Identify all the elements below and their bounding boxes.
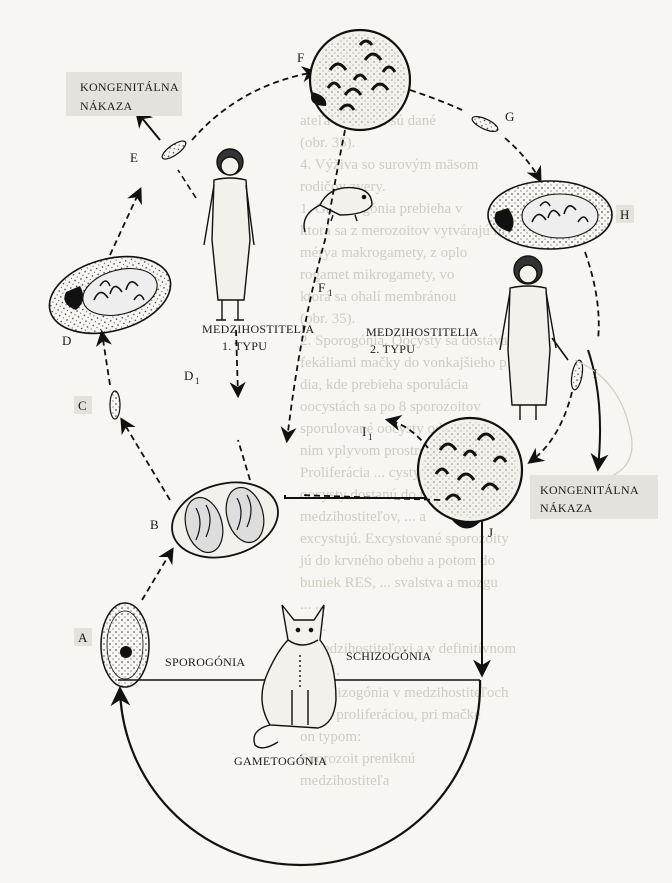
stage-j-tissue-cyst bbox=[416, 416, 524, 529]
bleed-line: oocystách sa po 8 sporozoitov bbox=[300, 399, 481, 415]
arrow-e-to-congenital-left bbox=[134, 109, 161, 141]
tag-bg-c bbox=[74, 396, 92, 414]
stage-label-f1: F bbox=[318, 280, 325, 295]
tag-bg-h bbox=[616, 205, 634, 223]
bleed-line: 4. Výživa so surovým mäsom bbox=[300, 157, 479, 173]
bleed-line: buniek RES, ... svalstva a mozgu bbox=[300, 575, 498, 591]
bleed-line: medzihostiteľov, ... a bbox=[300, 509, 426, 525]
bleed-line: 2. Sporogónia. Oocysty sa dostávajú bbox=[300, 333, 520, 349]
stage-label-j: J bbox=[488, 525, 493, 540]
bleed-line: on typom: bbox=[300, 729, 362, 745]
stage-label-f1-subscript: 1 bbox=[328, 288, 333, 298]
bleed-line: fekáliami mačky do vonkajšieho p bbox=[300, 355, 507, 371]
cat-illustration bbox=[253, 604, 337, 749]
bleed-line: mérya makrogamety, z oplo bbox=[300, 245, 468, 261]
arrow-j-to-f1 bbox=[384, 414, 429, 449]
stage-label-d1: D bbox=[184, 368, 193, 383]
mouse-illustration bbox=[303, 186, 373, 233]
bleed-line: ... ... bbox=[300, 597, 327, 613]
arrow-g-to-h bbox=[504, 137, 542, 183]
intermediate-host-type1-label: MEDZIHOSTITELIA bbox=[202, 322, 315, 336]
bleed-line: ktorá sa ohalí membránou bbox=[300, 289, 457, 305]
tag-bg-congenital-left bbox=[66, 72, 182, 116]
stage-b-sporulated-oocyst bbox=[171, 481, 279, 559]
stage-label-f: F bbox=[297, 50, 304, 65]
stage-label-d: D bbox=[62, 333, 71, 348]
stage-label-c: C bbox=[78, 398, 87, 413]
bleed-line: ktorá sa z merozoitov vytvárajú m bbox=[300, 223, 506, 239]
arrow-f-to-g bbox=[409, 89, 463, 111]
human-host-type2-figure bbox=[499, 255, 557, 420]
stage-label-i1: I bbox=[362, 424, 366, 439]
stage-label-i: I bbox=[593, 366, 597, 381]
arrow-b-to-c bbox=[120, 417, 171, 501]
bleed-line: (obr. 35). bbox=[300, 135, 356, 151]
congenital-infection-right-label-2: NÁKAZA bbox=[540, 501, 592, 515]
page-bleed-through: ateľa hostiteľa sú dané (obr. 35). 4. Vý… bbox=[300, 110, 660, 792]
gametogonia-label: GAMETOGÓNIA bbox=[234, 754, 327, 768]
stage-g-zoite bbox=[471, 115, 499, 133]
stage-label-h: H bbox=[620, 207, 629, 222]
stage-e-zoite bbox=[161, 140, 187, 160]
stage-label-d1-subscript: 1 bbox=[195, 376, 200, 386]
arrow-host1-to-d1 bbox=[229, 329, 246, 399]
bleed-line: medzihostiteľa bbox=[300, 773, 390, 789]
arrow-e-to-f bbox=[191, 66, 319, 141]
congenital-infection-left-label: KONGENITÁLNA bbox=[80, 80, 179, 94]
bleed-line: excystujú. Excystované sporozoity bbox=[300, 531, 509, 547]
sporogonia-label: SPOROGÓNIA bbox=[165, 655, 245, 669]
arrow-d-to-e bbox=[109, 187, 142, 256]
bleed-line: v medzihostiteľovi a v definitívnom bbox=[300, 641, 517, 657]
bleed-line: rogamet mikrogamety, vo bbox=[300, 267, 455, 283]
bleed-line: (obr. 35). bbox=[300, 311, 356, 327]
arrow-i-to-j bbox=[527, 391, 573, 464]
stage-i-zoite bbox=[570, 359, 584, 391]
bleed-line: bieha proliferáciou, pri mačke bbox=[300, 707, 481, 723]
faint-background-figure bbox=[574, 359, 633, 481]
stage-label-i1-subscript: 1 bbox=[368, 432, 373, 442]
arrow-h-to-i bbox=[584, 251, 600, 341]
bleed-line: Proliferácia ... cysty v bbox=[300, 465, 432, 481]
arrow-f-to-f1 bbox=[280, 129, 346, 444]
stage-label-e: E bbox=[130, 150, 138, 165]
bleed-line: Sporozoit preniknú bbox=[300, 751, 416, 767]
arrow-b-to-host bbox=[237, 439, 251, 481]
tag-bg-congenital-right bbox=[530, 475, 658, 519]
stage-label-a: A bbox=[78, 630, 88, 645]
stage-d-infected-cell bbox=[48, 255, 172, 335]
intermediate-host-type2-label: MEDZIHOSTITELIA bbox=[366, 325, 479, 339]
bleed-line: jú do krvného obehu a potom do bbox=[300, 553, 495, 569]
bleed-line: 4. Schizogónia v medzihostiteľoch bbox=[300, 685, 509, 701]
loop-arc-right bbox=[110, 679, 482, 867]
tag-bg-a bbox=[74, 628, 92, 646]
arrow-a-to-b bbox=[141, 547, 174, 601]
arrow-j-to-cat bbox=[299, 494, 441, 501]
arrow-host1-to-e bbox=[177, 169, 197, 199]
human-host-type1-figure bbox=[203, 148, 255, 321]
intermediate-host-type2-label-2: 2. TYPU bbox=[370, 342, 415, 356]
schizogonia-label: SCHIZOGÓNIA bbox=[346, 649, 431, 663]
stage-f-tissue-cyst bbox=[308, 28, 412, 132]
stage-c-zoite bbox=[109, 390, 121, 420]
stage-h-infected-cell bbox=[487, 180, 613, 250]
congenital-infection-left-label-2: NÁKAZA bbox=[80, 99, 132, 113]
stage-label-g: G bbox=[505, 109, 514, 124]
bleed-line: dia, kde prebieha sporulácia bbox=[300, 377, 469, 393]
stage-label-b: B bbox=[150, 517, 159, 532]
intermediate-host-type1-label-2: 1. TYPU bbox=[222, 339, 267, 353]
stage-a-oocyst bbox=[100, 602, 150, 688]
arrow-c-to-d bbox=[95, 329, 112, 386]
congenital-infection-right-label: KONGENITÁLNA bbox=[540, 483, 639, 497]
arrow-i-to-congenital-right bbox=[587, 349, 609, 472]
